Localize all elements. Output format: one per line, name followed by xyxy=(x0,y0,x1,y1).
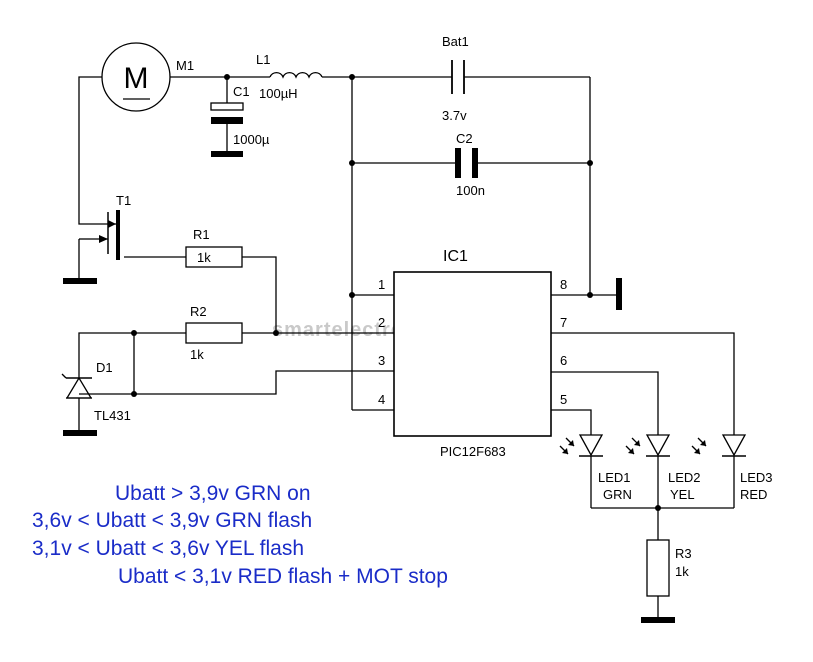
pin-7: 7 xyxy=(560,315,567,330)
junction xyxy=(655,505,661,511)
ic-ic1: IC1 PIC12F683 1 2 3 4 5 6 7 8 xyxy=(352,248,735,459)
ic-ref: IC1 xyxy=(443,248,468,265)
battery-ref: Bat1 xyxy=(442,34,469,49)
led3-color: RED xyxy=(740,487,767,502)
pin-3: 3 xyxy=(378,353,385,368)
pin-2: 2 xyxy=(378,315,385,330)
r3-ref: R3 xyxy=(675,546,692,561)
note-line-3: 3,1v < Ubatt < 3,6v YEL flash xyxy=(32,537,304,560)
led1-color: GRN xyxy=(603,487,632,502)
pin-4: 4 xyxy=(378,392,385,407)
d1-ref: D1 xyxy=(96,360,113,375)
pin-6: 6 xyxy=(560,353,567,368)
ground-symbol xyxy=(63,278,97,284)
wire-motor-t1 xyxy=(78,76,108,225)
t1-ref: T1 xyxy=(116,193,131,208)
note-line-1: Ubatt > 3,9v GRN on xyxy=(115,482,311,505)
led2-color: YEL xyxy=(670,487,695,502)
note-line-2: 3,6v < Ubatt < 3,9v GRN flash xyxy=(32,509,312,532)
resistor-r1: R1 1k xyxy=(185,227,277,333)
ground-symbol xyxy=(641,617,675,623)
c1-value: 1000µ xyxy=(233,132,270,147)
motor-ref: M1 xyxy=(176,58,194,73)
r1-value: 1k xyxy=(197,250,211,265)
pin-8: 8 xyxy=(560,277,567,292)
resistor-r2: R2 1k xyxy=(134,304,352,362)
inductor-l1: L1 100µH xyxy=(256,52,323,101)
pin-5: 5 xyxy=(560,392,567,407)
junction xyxy=(131,391,137,397)
led1-ref: LED1 xyxy=(598,470,631,485)
d1-value: TL431 xyxy=(94,408,131,423)
pin-1: 1 xyxy=(378,277,385,292)
transistor-t1: T1 xyxy=(63,193,186,284)
r2-value: 1k xyxy=(190,347,204,362)
l1-value: 100µH xyxy=(259,86,298,101)
diode-d1: D1 TL431 xyxy=(61,332,394,436)
capacitor-c1: C1 1000µ xyxy=(210,77,270,157)
ground-symbol xyxy=(616,278,622,310)
l1-ref: L1 xyxy=(256,52,270,67)
ground-symbol xyxy=(63,430,97,436)
motor-symbol: M xyxy=(124,62,149,95)
c2-ref: C2 xyxy=(456,131,473,146)
r2-ref: R2 xyxy=(190,304,207,319)
capacitor-c2: C2 100n xyxy=(352,131,590,198)
led-led1: LED1 GRN xyxy=(559,434,632,508)
r1-ref: R1 xyxy=(193,227,210,242)
battery-value: 3.7v xyxy=(442,108,467,123)
note-line-4: Ubatt < 3,1v RED flash + MOT stop xyxy=(118,565,448,588)
c1-ref: C1 xyxy=(233,84,250,99)
resistor-r3: R3 1k xyxy=(641,539,692,623)
led2-ref: LED2 xyxy=(668,470,701,485)
led-led2: LED2 YEL xyxy=(625,434,701,540)
led-led3: LED3 RED xyxy=(691,434,773,508)
battery-bat1: Bat1 3.7v xyxy=(442,34,590,123)
c2-value: 100n xyxy=(456,183,485,198)
led3-ref: LED3 xyxy=(740,470,773,485)
ground-symbol xyxy=(211,151,243,157)
ic-part: PIC12F683 xyxy=(440,444,506,459)
r3-value: 1k xyxy=(675,564,689,579)
